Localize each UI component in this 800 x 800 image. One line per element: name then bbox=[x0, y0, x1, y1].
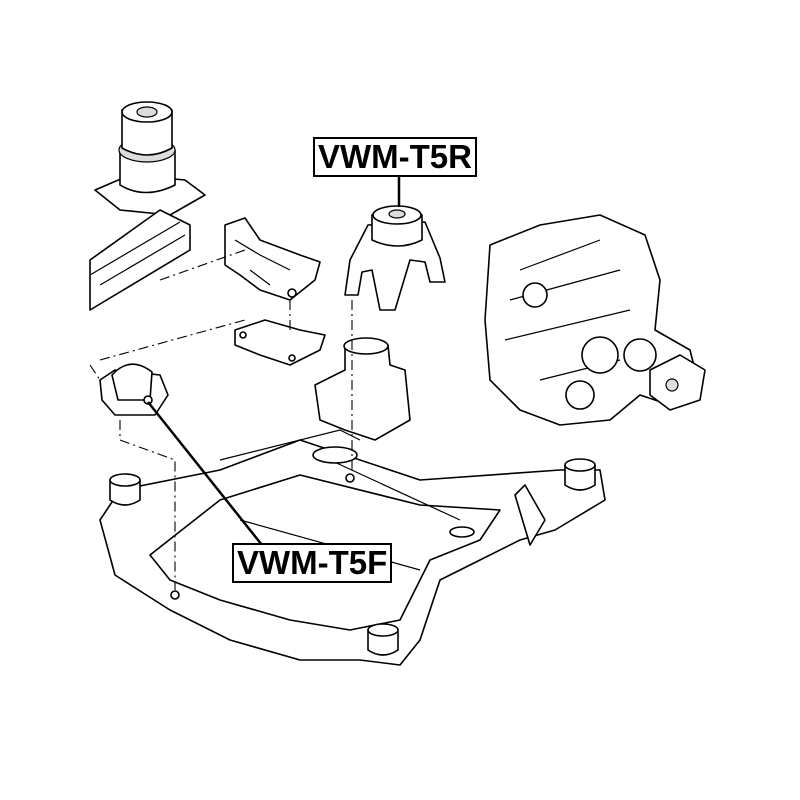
part-label-vwm-t5r: VWM-T5R bbox=[313, 137, 477, 177]
engine-mount-top-left bbox=[94, 101, 206, 216]
front-mount-part bbox=[99, 363, 169, 416]
alignment-lines bbox=[89, 249, 353, 590]
transmission bbox=[484, 214, 706, 426]
part-label-vwm-t5f: VWM-T5F bbox=[232, 543, 393, 583]
center-mount bbox=[314, 337, 411, 441]
leader-line-front bbox=[147, 401, 263, 546]
bracket-bar bbox=[89, 209, 191, 311]
rear-mount-part bbox=[344, 205, 446, 311]
middle-bracket bbox=[224, 217, 326, 366]
